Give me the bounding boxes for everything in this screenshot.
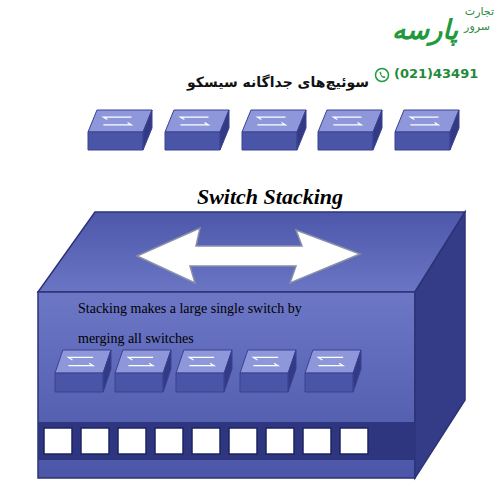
switch-side: [220, 110, 229, 150]
switch-arrow: [410, 117, 438, 120]
switch-side: [288, 350, 296, 392]
switch-arrow: [103, 122, 131, 125]
double-arrow: [137, 228, 360, 283]
switch-side: [163, 350, 171, 392]
switch-top: [55, 350, 111, 373]
separate-switches: [88, 110, 459, 150]
stacked-switch: Switch StackingStacking makes a large si…: [38, 182, 465, 478]
switch-top: [318, 110, 382, 132]
switch-top: [176, 350, 232, 373]
switch-icon: [318, 110, 382, 150]
switch-icon: [395, 110, 459, 150]
switch-top: [88, 110, 152, 132]
port: [266, 428, 294, 454]
switch-top: [395, 110, 459, 132]
switch-icon: [88, 110, 152, 150]
section-caption: سوئیچ‌های جداگانه سیسکو: [187, 74, 369, 91]
logo-wordmark: پارسه: [392, 14, 458, 46]
switch-front: [318, 132, 373, 150]
switch-icon: [305, 350, 361, 392]
port: [81, 428, 109, 454]
switch-front: [395, 132, 450, 150]
switch-icon: [165, 110, 229, 150]
switch-icon: [55, 350, 111, 392]
switch-top: [240, 350, 296, 373]
switch-top: [165, 110, 229, 132]
phone-icon: [376, 69, 389, 82]
port: [155, 428, 183, 454]
switch-arrow: [333, 117, 361, 120]
switch-icon: [240, 350, 296, 392]
switch-arrow: [257, 117, 285, 120]
switch-icon: [176, 350, 232, 392]
switch-arrow: [128, 357, 153, 360]
stack-top-face: [38, 212, 465, 292]
phone-icon-glyph: [380, 72, 386, 78]
logo-subtitle: تجارت: [465, 5, 494, 18]
switch-arrow: [68, 357, 93, 360]
switch-side: [103, 350, 111, 392]
port-strip: [38, 422, 415, 460]
switch-arrow: [318, 357, 343, 360]
switch-side: [353, 350, 361, 392]
switch-front: [176, 373, 224, 392]
stack-front-face: [38, 292, 415, 478]
switch-front: [240, 373, 288, 392]
stack-heading: Switch Stacking: [38, 182, 500, 212]
switch-icon: [115, 350, 171, 392]
port: [229, 428, 257, 454]
merged-switches: [55, 350, 361, 392]
switch-front: [242, 132, 297, 150]
switch-arrow: [68, 363, 93, 366]
switch-top: [115, 350, 171, 373]
switch-arrow: [333, 122, 361, 125]
switch-arrow: [103, 117, 131, 120]
port: [340, 428, 368, 454]
switch-arrow: [189, 363, 214, 366]
switch-front: [115, 373, 163, 392]
switch-arrow: [189, 357, 214, 360]
port: [192, 428, 220, 454]
phone-number: (021)43491: [394, 66, 478, 82]
switch-arrow: [257, 122, 285, 125]
switch-arrow: [253, 357, 278, 360]
switch-side: [297, 110, 306, 150]
switch-arrow: [180, 117, 208, 120]
switch-front: [165, 132, 220, 150]
switch-arrow: [410, 122, 438, 125]
switch-side: [224, 350, 232, 392]
stack-description: Stacking makes a large single switch by …: [78, 294, 340, 354]
stack-side-face: [415, 212, 465, 478]
switch-arrow: [128, 363, 153, 366]
port: [118, 428, 146, 454]
switch-arrow: [180, 122, 208, 125]
switch-icon: [242, 110, 306, 150]
switch-arrow: [253, 363, 278, 366]
switch-top: [242, 110, 306, 132]
switch-arrow: [318, 363, 343, 366]
switch-front: [88, 132, 143, 150]
switch-front: [55, 373, 103, 392]
switch-side: [143, 110, 152, 150]
port: [44, 428, 72, 454]
logo-subtitle: سرور: [464, 20, 490, 33]
port-row: [44, 428, 368, 454]
port: [303, 428, 331, 454]
switch-side: [450, 110, 459, 150]
switch-top: [305, 350, 361, 373]
switch-side: [373, 110, 382, 150]
switch-front: [305, 373, 353, 392]
